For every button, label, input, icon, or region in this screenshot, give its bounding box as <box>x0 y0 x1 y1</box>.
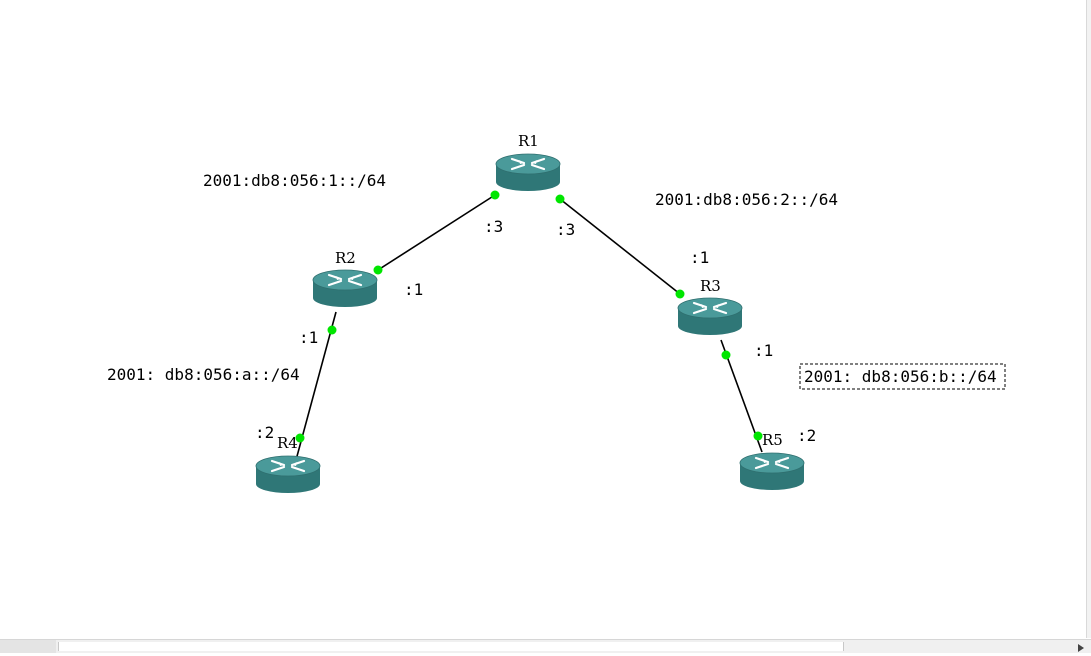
if-label-r4-r2: :2 <box>255 423 274 442</box>
horizontal-scrollbar[interactable] <box>0 639 1091 653</box>
scroll-thumb[interactable] <box>58 642 844 651</box>
router-r1[interactable] <box>494 152 562 193</box>
if-label-r2-r1: :1 <box>404 280 423 299</box>
scroll-right-button[interactable] <box>1070 640 1091 653</box>
port-r3-r1[interactable] <box>675 289 685 299</box>
router-r2[interactable] <box>311 268 379 309</box>
router-label-r1: R1 <box>518 132 539 150</box>
router-r3[interactable] <box>676 296 744 337</box>
link-r1-r3[interactable] <box>559 198 681 295</box>
selection-box <box>799 363 1006 390</box>
if-label-r3-r1: :1 <box>690 248 709 267</box>
subnet-label-r1-r3: 2001:db8:056:2::/64 <box>655 190 838 209</box>
if-label-r2-r4: :1 <box>299 328 318 347</box>
subnet-label-r2-r4: 2001: db8:056:a::/64 <box>107 365 300 384</box>
port-r3-r5[interactable] <box>721 350 731 360</box>
arrow-right-icon <box>1077 637 1084 656</box>
router-r5[interactable] <box>738 451 806 492</box>
scroll-left-area[interactable] <box>0 640 56 653</box>
router-r4[interactable] <box>254 454 322 495</box>
subnet-label-r1-r2: 2001:db8:056:1::/64 <box>203 171 386 190</box>
port-r1-r2[interactable] <box>490 190 500 200</box>
port-r2-r1[interactable] <box>373 265 383 275</box>
port-r2-r4[interactable] <box>327 325 337 335</box>
if-label-r3-r5: :1 <box>754 341 773 360</box>
if-label-r1-r3: :3 <box>556 220 575 239</box>
port-r4-r2[interactable] <box>295 433 305 443</box>
subnet-label-r3-r5[interactable]: 2001: db8:056:b::/64 <box>804 367 997 386</box>
port-r5-r3[interactable] <box>753 431 763 441</box>
router-label-r3: R3 <box>700 277 721 295</box>
port-r1-r3[interactable] <box>555 194 565 204</box>
if-label-r5-r3: :2 <box>797 426 816 445</box>
vertical-scrollbar[interactable] <box>1086 0 1091 638</box>
link-r1-r2[interactable] <box>377 194 496 271</box>
if-label-r1-r2: :3 <box>484 217 503 236</box>
router-label-r4: R4 <box>277 434 298 452</box>
router-label-r2: R2 <box>335 249 356 267</box>
router-label-r5: R5 <box>762 431 783 449</box>
